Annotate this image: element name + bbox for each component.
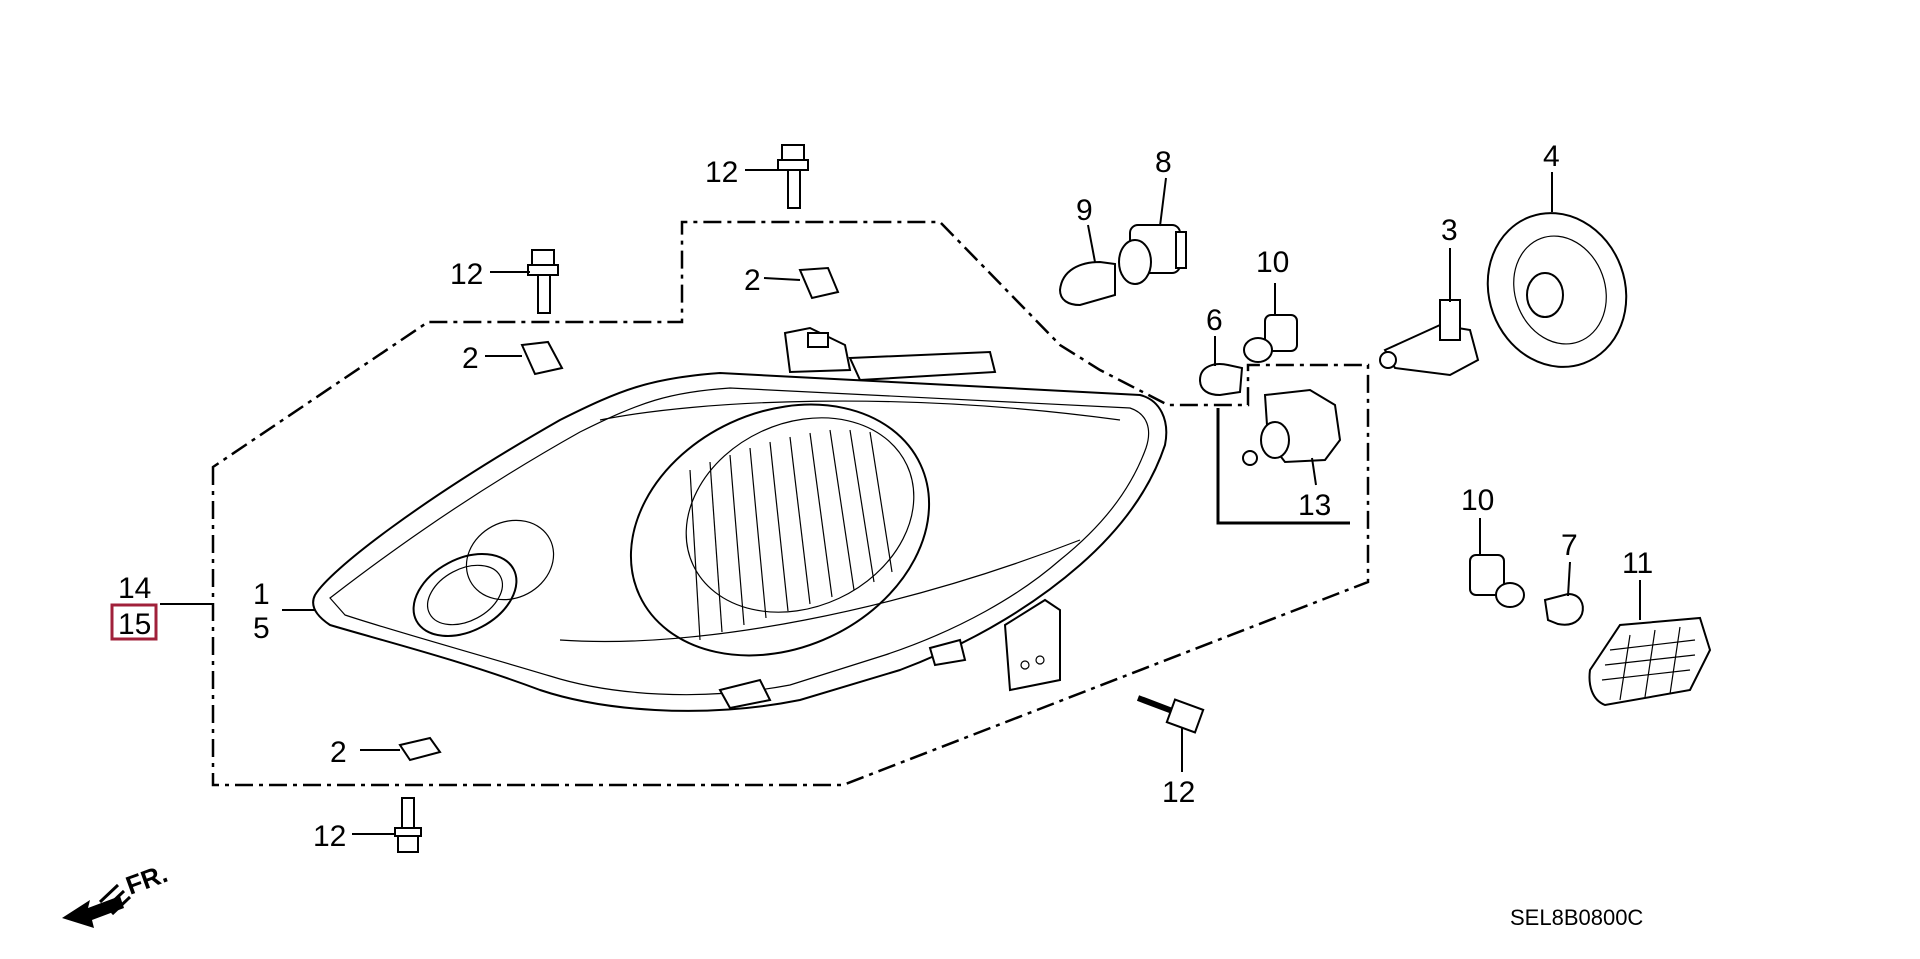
callout-6[interactable]: 6 — [1206, 304, 1223, 337]
callout-12[interactable]: 12 — [313, 820, 346, 853]
side-marker-11[interactable] — [1588, 616, 1712, 707]
bulb-9[interactable] — [1058, 260, 1116, 307]
clip-2-top[interactable] — [798, 266, 840, 300]
bulb-13-bracket — [1216, 408, 1350, 525]
bolt-12-upper-left[interactable] — [527, 249, 559, 314]
callout-2[interactable]: 2 — [744, 264, 761, 297]
diagram-code: SEL8B0800C — [1510, 905, 1643, 930]
callout-7[interactable]: 7 — [1561, 529, 1578, 562]
socket-10-top[interactable] — [1243, 314, 1298, 363]
socket-10-bottom[interactable] — [1469, 554, 1525, 608]
callout-10[interactable]: 10 — [1461, 484, 1494, 517]
callout-4[interactable]: 4 — [1543, 140, 1560, 173]
callout-1[interactable]: 1 — [253, 578, 270, 611]
callout-5[interactable]: 5 — [253, 612, 270, 645]
highlight-box — [110, 603, 158, 641]
callout-9[interactable]: 9 — [1076, 194, 1093, 227]
bulb-7[interactable] — [1543, 592, 1584, 626]
callout-13[interactable]: 13 — [1298, 489, 1331, 522]
clip-2-left[interactable] — [520, 340, 564, 376]
callout-15[interactable]: 15 — [118, 608, 151, 641]
assembly-boundary — [211, 220, 1370, 787]
clip-2-bottom[interactable] — [398, 736, 442, 762]
callout-10[interactable]: 10 — [1256, 246, 1289, 279]
front-direction-label: FR. — [122, 858, 172, 901]
front-direction-arrow — [62, 883, 132, 928]
bolt-12-top[interactable] — [777, 144, 809, 209]
callout-8[interactable]: 8 — [1155, 146, 1172, 179]
callout-11[interactable]: 11 — [1622, 547, 1653, 580]
callout-14[interactable]: 14 — [118, 572, 151, 605]
headlight-assembly[interactable] — [312, 326, 1168, 712]
bulb-6[interactable] — [1198, 363, 1244, 397]
socket-8[interactable] — [1118, 224, 1187, 285]
leader-lines — [160, 169, 1641, 835]
callout-2[interactable]: 2 — [330, 736, 347, 769]
callout-3[interactable]: 3 — [1441, 214, 1458, 247]
callout-12[interactable]: 12 — [1162, 776, 1195, 809]
bulb-13[interactable] — [1242, 388, 1342, 466]
bulb-3[interactable] — [1379, 299, 1480, 377]
bolt-12-bottom-left[interactable] — [394, 797, 422, 853]
callout-12[interactable]: 12 — [705, 156, 738, 189]
callout-12[interactable]: 12 — [450, 258, 483, 291]
callout-2[interactable]: 2 — [462, 342, 479, 375]
bolt-12-bottom-right[interactable] — [1136, 695, 1205, 734]
cover-4[interactable] — [1466, 193, 1647, 386]
